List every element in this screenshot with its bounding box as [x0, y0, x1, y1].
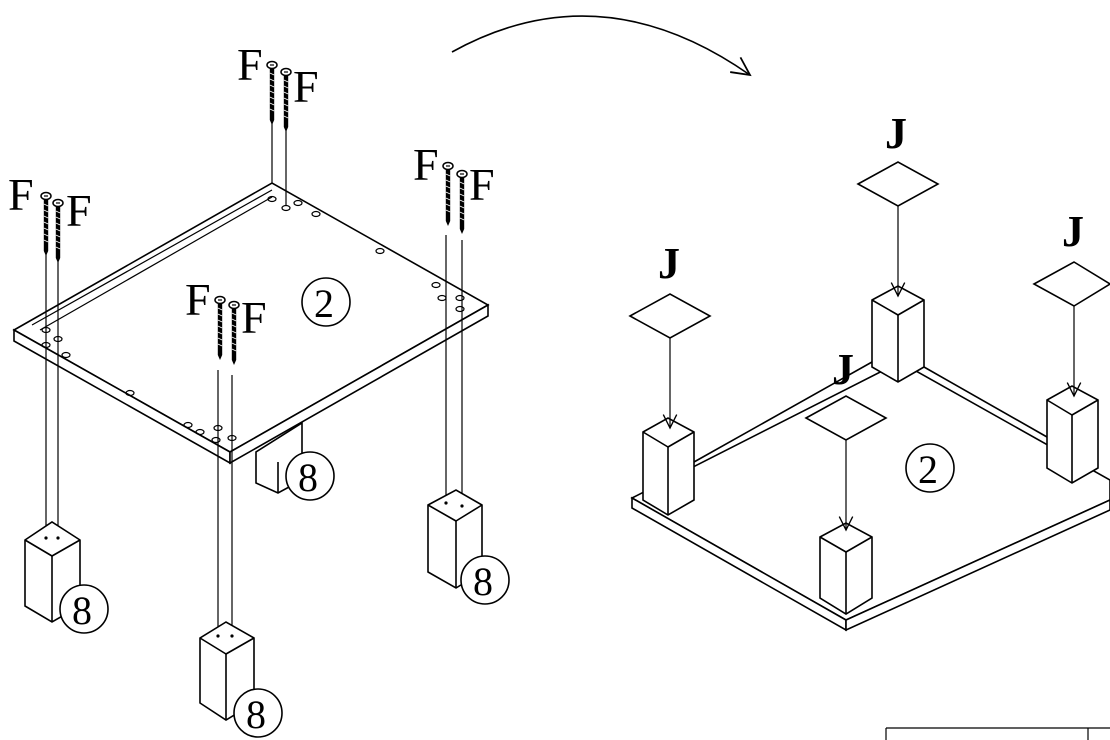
panel-board-right: [630, 361, 1110, 632]
pad-label-j: J: [885, 109, 907, 158]
leg-front-right-assembly: [819, 522, 873, 615]
panel-number-circle: [301, 277, 351, 327]
screw-label-f: F: [413, 139, 439, 190]
panel-number-label: 2: [918, 447, 938, 492]
screw-label-f: F: [293, 61, 319, 112]
panel-number-label: 2: [314, 281, 334, 326]
pad-top: [856, 161, 940, 298]
leg-number-label: 8: [246, 692, 266, 737]
screw-label-f: F: [237, 39, 263, 90]
left-assembly: F F F F F F F F 2: [8, 39, 510, 738]
screw-guide-lines: [45, 120, 463, 636]
pad-label-j: J: [832, 345, 854, 394]
screws-top: [266, 60, 292, 133]
pad-center: [804, 395, 888, 532]
pad-left: [628, 293, 712, 430]
pad-label-j: J: [658, 239, 680, 288]
leg-left-right: [642, 417, 695, 516]
leg-number-label: 8: [473, 559, 493, 604]
panel-board-left: [12, 182, 490, 465]
leg-number-marker: 8: [460, 555, 510, 605]
right-assembly: J J J J 2: [628, 109, 1110, 632]
screws-right: [442, 161, 468, 235]
screw-label-f: F: [185, 274, 211, 325]
leg-number-label: 8: [298, 455, 318, 500]
leg-back-right: [871, 285, 925, 383]
screw-label-f: F: [66, 185, 92, 236]
screws-left: [40, 191, 64, 264]
title-block-frame: [885, 727, 1110, 740]
leg-number-label: 8: [72, 588, 92, 633]
leg-number-marker: 8: [59, 584, 109, 634]
panel-number-circle: [905, 443, 955, 493]
leg-number-marker: 8: [285, 451, 335, 501]
pad-right: [1032, 261, 1110, 398]
pad-label-j: J: [1062, 207, 1084, 256]
screw-label-f: F: [469, 159, 495, 210]
screw-label-f: F: [241, 292, 267, 343]
flip-arrow: [451, 15, 752, 77]
leg-number-marker: 8: [233, 688, 283, 738]
screw-label-f: F: [8, 169, 34, 220]
leg-right-right: [1046, 385, 1099, 484]
